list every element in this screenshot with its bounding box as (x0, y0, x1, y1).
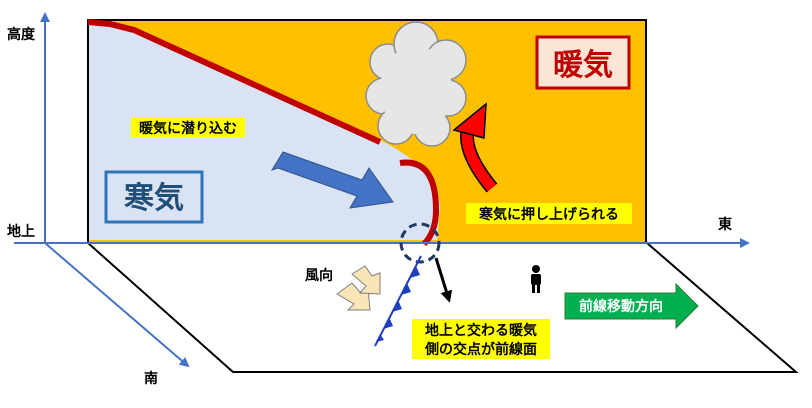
cold-air-flow-arrow (270, 151, 394, 209)
warm-air-label: 暖気 (553, 48, 613, 83)
front-movement-label: 前線移動方向 (579, 298, 663, 315)
front-definition-line2: 側の交点が前線面 (424, 341, 537, 358)
ground-axis-label: 地上 (7, 223, 35, 240)
south-axis-label: 南 (144, 370, 158, 387)
warm-lifted-label: 寒気に押し上げられる (479, 206, 619, 223)
cold-air-label: 寒気 (124, 181, 184, 216)
wind-direction-label: 風向 (305, 267, 333, 284)
front-intersection-marker (399, 222, 441, 264)
frontal-surface-nose (399, 159, 440, 247)
front-definition-highlight (412, 319, 550, 359)
front-movement-arrow (564, 282, 699, 330)
wind-arrows (336, 265, 381, 311)
frontal-surface-upper (87, 19, 382, 145)
cloud-icon (365, 21, 467, 147)
cold-air-label-box (104, 170, 204, 224)
person-icon (531, 265, 541, 293)
cold-front-symbol (374, 255, 422, 347)
altitude-axis-label: 高度 (7, 26, 36, 43)
warm-air-lifting-arrow (452, 102, 498, 193)
front-definition-line1: 地上と交わる暖気 (425, 322, 537, 339)
cold-dives-label: 暖気に潜り込む (139, 120, 237, 137)
warm-air-label-box (535, 35, 631, 90)
east-axis-label: 東 (718, 216, 732, 233)
cold-dives-highlight (131, 117, 245, 137)
south-axis (44, 242, 190, 368)
warm-lifted-highlight (466, 203, 632, 224)
intersection-pointer-arrow (434, 257, 453, 303)
